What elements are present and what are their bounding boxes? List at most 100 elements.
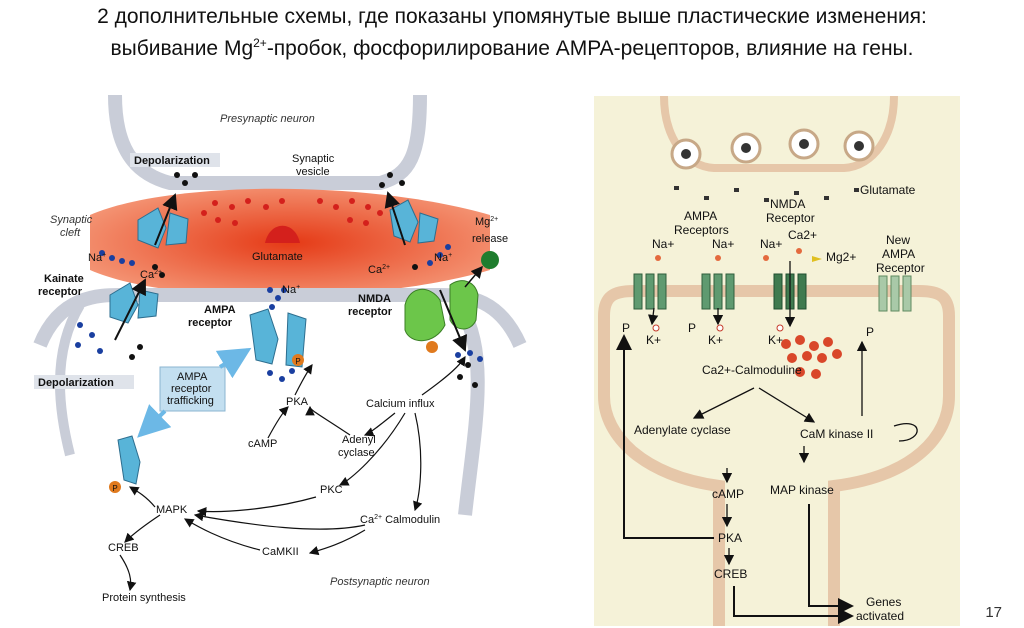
depolarization-bottom: Depolarization (38, 377, 114, 389)
na-nmda: Na+ (434, 252, 452, 264)
trafficking-box (159, 366, 226, 412)
ampa-receptor (249, 308, 307, 368)
genes-1: Genes (866, 595, 901, 609)
nmda-2: receptor (348, 306, 393, 318)
mg-2: Mg2+ (826, 250, 856, 264)
slide-title: 2 дополнительные схемы, где показаны упо… (0, 4, 1024, 62)
adenylate-cyclase: Adenylate cyclase (634, 423, 731, 437)
right-background (594, 96, 960, 626)
nmda-channel-arrow (439, 289, 467, 352)
mapk-label: MAPK (156, 504, 188, 516)
postsynaptic-membrane-right (598, 285, 955, 626)
ampa-receptor-1 (633, 273, 667, 310)
black-ions (129, 172, 478, 388)
p-2: P (688, 321, 696, 335)
right-synapse-diagram: Glutamate AMPA Receptors NMDA Receptor N… (594, 96, 960, 626)
ca-nmda: Ca2+ (368, 264, 390, 276)
na-2: Na+ (712, 237, 734, 251)
internal-phospho (109, 481, 121, 493)
glutamate-dots (201, 198, 383, 226)
genes-2: activated (856, 609, 904, 623)
map-kinase: MAP kinase (770, 483, 834, 497)
right-creb: CREB (714, 567, 747, 581)
ca-calmoduline: Ca2+-Calmoduline (702, 363, 802, 377)
ampa-1: AMPA (204, 304, 236, 316)
new-ampa-receptor (878, 275, 912, 312)
nmda-1: NMDA (358, 293, 391, 305)
new-ampa-3: Receptor (876, 261, 925, 275)
ampa-receptor-2 (701, 273, 735, 310)
right-camp: cAMP (712, 487, 744, 501)
nmda-top-receptor (389, 199, 439, 244)
mg-release-1: Mg2+ (475, 216, 498, 228)
title-line-2-post: -пробок, фосфорилирование AMPA-рецепторо… (266, 37, 914, 60)
postsynaptic-neck (453, 301, 485, 516)
ampa-p-label: P (295, 357, 300, 366)
camp-label: cAMP (248, 438, 277, 450)
ion-dots (655, 248, 802, 261)
postsynaptic-label: Postsynaptic neuron (330, 576, 430, 588)
glutamate-vesicle (265, 225, 300, 243)
na-3: Na+ (760, 237, 782, 251)
postsynaptic-membrane (33, 288, 527, 349)
title-line-2-sup: 2+ (253, 36, 267, 50)
nmda-receptor-1: NMDA (770, 197, 805, 211)
right-glutamate: Glutamate (860, 183, 916, 197)
synaptic-cleft-2: cleft (60, 227, 81, 239)
new-ampa-1: New (886, 233, 910, 247)
internal-ampa-receptor (117, 435, 141, 485)
ca-2: Ca2+ (788, 228, 817, 242)
signaling-arrows (119, 355, 466, 592)
nmda-top-arrow (384, 191, 406, 246)
cam-kinase: CaM kinase II (800, 427, 873, 441)
right-pka: PKA (718, 531, 742, 545)
camkii-label: CaMKII (262, 546, 299, 558)
kainate-receptor (109, 207, 189, 324)
ca-left: Ca2+ (140, 269, 162, 281)
p-3: P (866, 325, 874, 339)
trafficking-arrow-down (137, 404, 172, 438)
kainate-2: receptor (38, 286, 83, 298)
p-1: P (622, 321, 630, 335)
title-line-1: 2 дополнительные схемы, где показаны упо… (97, 5, 927, 28)
ampa-phospho (292, 354, 304, 366)
na-1: Na+ (652, 237, 674, 251)
kainate-top-arrow (154, 193, 178, 246)
internal-p-label: P (112, 484, 117, 493)
mg-release-2: release (472, 233, 508, 245)
right-arrows (616, 261, 918, 624)
mg-marker (812, 256, 822, 262)
kainate-1: Kainate (44, 273, 84, 285)
trafficking-2: receptor (171, 383, 212, 395)
presynaptic-label: Presynaptic neuron (220, 113, 315, 125)
trafficking-3: trafficking (167, 395, 214, 407)
nmda-receptor (404, 280, 479, 342)
adenyl-2: cyclase (338, 447, 375, 459)
title-line-2-pre: выбивание Mg (110, 37, 254, 60)
page-number: 17 (985, 604, 1002, 621)
nmda-phospho (426, 341, 438, 353)
nmda-receptor-2: Receptor (766, 211, 815, 225)
right-vesicles (670, 128, 875, 170)
mg-ion (481, 251, 499, 269)
title-line-2: выбивание Mg2+-пробок, фосфорилирование … (0, 30, 1024, 62)
protein-synthesis: Protein synthesis (102, 592, 186, 604)
trafficking-1: AMPA (177, 371, 208, 383)
creb-label: CREB (108, 542, 139, 554)
na-left: Na+ (88, 252, 106, 264)
depolarization-top: Depolarization (134, 155, 210, 167)
synaptic-vesicle-1: Synaptic (292, 153, 335, 165)
glutamate-label: Glutamate (252, 251, 303, 263)
ampa-receptors-1: AMPA (684, 209, 717, 223)
k-2: K+ (708, 333, 723, 347)
k-1: K+ (646, 333, 661, 347)
k-dots (652, 324, 784, 332)
synaptic-vesicle-2: vesicle (296, 166, 330, 178)
new-ampa-2: AMPA (882, 247, 915, 261)
calcium-influx: Calcium influx (366, 398, 435, 410)
blue-ions (75, 244, 483, 382)
ampa-receptors-2: Receptors (674, 223, 729, 237)
pka-label: PKA (286, 396, 309, 408)
glutamate-fragments (674, 186, 859, 202)
vesicle-contents (681, 139, 864, 159)
